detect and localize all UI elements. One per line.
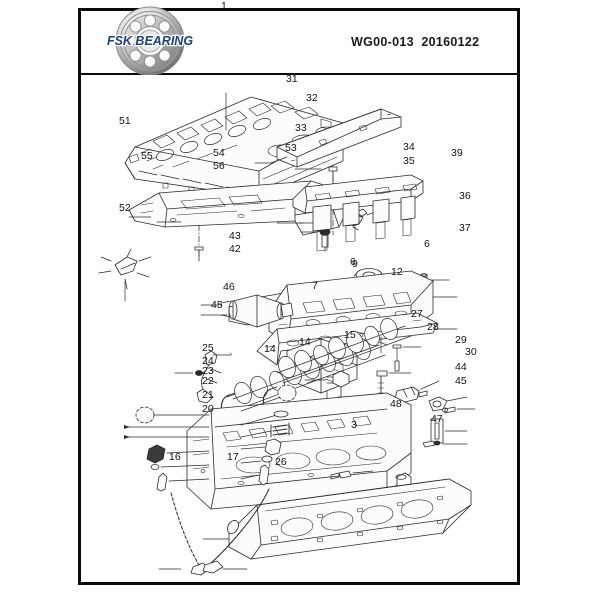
document-number: WG00-013 20160122 xyxy=(351,35,480,49)
callout-12: 12 xyxy=(391,266,403,278)
valve-train xyxy=(124,384,297,576)
callout-37: 37 xyxy=(459,222,471,234)
callout-25: 25 xyxy=(202,342,214,354)
callout-16: 16 xyxy=(169,451,181,463)
logo-text: FSK BEARING xyxy=(107,34,193,48)
callout-36: 36 xyxy=(459,190,471,202)
fuel-rail xyxy=(292,174,424,252)
callout-27: 27 xyxy=(411,308,423,320)
injector-cover xyxy=(276,108,402,168)
callout-56: 56 xyxy=(213,160,225,172)
ball-bearing-icon: FSK BEARING xyxy=(87,5,213,75)
callout-44: 44 xyxy=(455,361,467,373)
callout-39: 39 xyxy=(451,147,463,159)
callout-29: 29 xyxy=(455,334,467,346)
camshaft-cover xyxy=(128,180,350,236)
eye-bolt xyxy=(442,406,456,414)
callout-14a: 14 xyxy=(264,343,276,355)
callout-46: 46 xyxy=(223,281,235,293)
callout-9: 9 xyxy=(352,258,358,270)
sensor-harness xyxy=(196,350,222,404)
cylinder-head xyxy=(186,392,412,510)
callout-43: 43 xyxy=(229,230,241,242)
callout-6b: 6 xyxy=(350,256,356,268)
lifting-eye xyxy=(428,396,448,412)
diagram-frame: FSK BEARING WG00-013 20160122 xyxy=(78,1,520,586)
callout-15: 15 xyxy=(344,329,356,341)
callout-52: 52 xyxy=(119,202,131,214)
callout-42: 42 xyxy=(229,243,241,255)
vacuum-pump-body xyxy=(220,294,294,328)
callout-55: 55 xyxy=(141,150,153,162)
callout-6a: 6 xyxy=(424,238,430,250)
callout-47: 47 xyxy=(431,413,443,425)
diagram-header: FSK BEARING WG00-013 20160122 xyxy=(81,6,517,75)
plug-screw xyxy=(330,470,352,480)
callout-51: 51 xyxy=(119,115,131,127)
callout-45b: 45 xyxy=(455,375,467,387)
callout-22: 22 xyxy=(202,375,214,387)
bracket xyxy=(98,248,152,290)
callout-45a: 45 xyxy=(211,299,223,311)
bolt-bracket xyxy=(394,386,428,404)
callout-35: 35 xyxy=(403,155,415,167)
callout-24: 24 xyxy=(202,355,214,367)
bolt-6a xyxy=(392,344,402,372)
callout-33: 33 xyxy=(295,122,307,134)
callout-30: 30 xyxy=(465,346,477,358)
callout-20: 20 xyxy=(202,403,214,415)
camshaft-intake xyxy=(276,317,412,384)
sensor-bolt-a xyxy=(195,370,203,376)
callout-28: 28 xyxy=(427,321,439,333)
cover-bolt xyxy=(194,224,204,262)
head-gasket xyxy=(228,478,472,560)
callout-17: 17 xyxy=(227,451,239,463)
callout-3: 3 xyxy=(351,419,357,431)
callout-31: 31 xyxy=(286,73,298,85)
connector-bracket xyxy=(430,418,444,444)
callout-32: 32 xyxy=(306,92,318,104)
callout-48: 48 xyxy=(390,398,402,410)
bracket-bolt xyxy=(422,440,441,448)
callout-7: 7 xyxy=(312,280,318,292)
callout-53: 53 xyxy=(285,142,297,154)
exploded-diagram xyxy=(81,75,517,586)
callout-1: 1 xyxy=(221,0,227,12)
callout-26: 26 xyxy=(275,456,287,468)
callout-34: 34 xyxy=(403,141,415,153)
callout-14b: 14 xyxy=(299,336,311,348)
callout-23: 23 xyxy=(202,365,214,377)
callout-54: 54 xyxy=(213,147,225,159)
callout-21: 21 xyxy=(202,389,214,401)
